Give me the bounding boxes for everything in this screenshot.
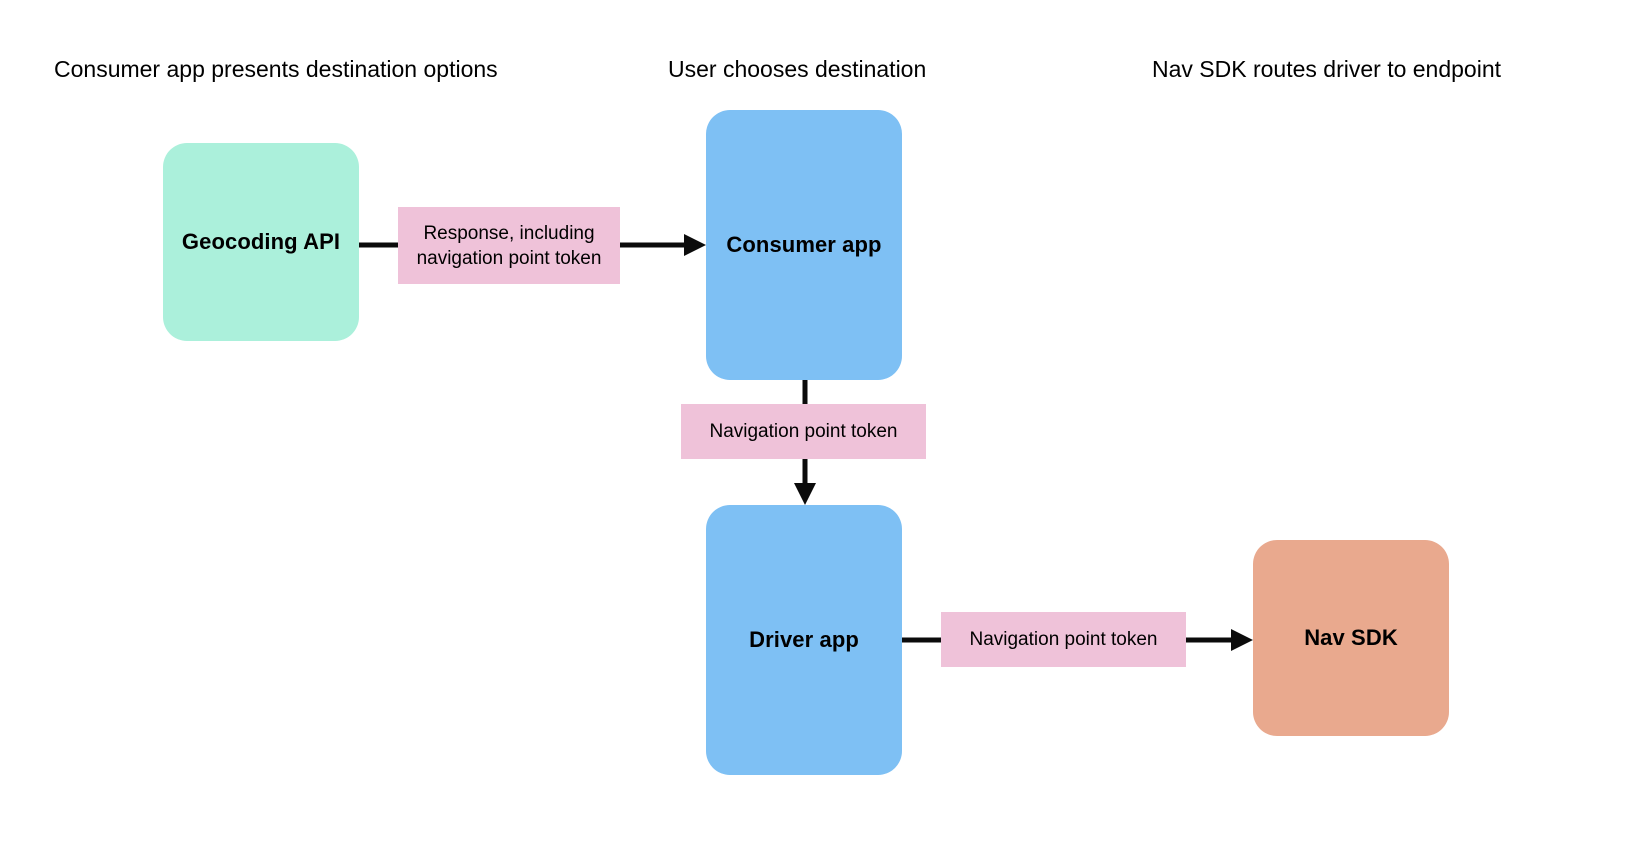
node-consumer-app-label: Consumer app	[726, 232, 882, 257]
edge-label-navigation-point-token-consumer-driver: Navigation point token	[681, 404, 926, 459]
edge-label-response-text: Response, including navigation point tok…	[416, 222, 602, 269]
edge-label-navigation-point-token-driver-navsdk: Navigation point token	[941, 612, 1186, 667]
node-driver-app-label: Driver app	[749, 627, 859, 652]
node-nav-sdk-label: Nav SDK	[1304, 625, 1398, 650]
node-geocoding-api-label: Geocoding API	[181, 229, 341, 254]
node-nav-sdk[interactable]: Nav SDK	[1253, 540, 1449, 736]
node-consumer-app[interactable]: Consumer app	[706, 110, 902, 380]
column-header-consumer-app: Consumer app presents destination option…	[54, 56, 498, 82]
column-header-user-chooses: User chooses destination	[668, 56, 927, 82]
edge-label-response-including-navigation-point-token: Response, including navigation point tok…	[398, 207, 620, 284]
edge-label-nav-token-driver-navsdk-text: Navigation point token	[969, 629, 1158, 650]
column-header-nav-sdk: Nav SDK routes driver to endpoint	[1152, 56, 1502, 82]
node-driver-app[interactable]: Driver app	[706, 505, 902, 775]
node-geocoding-api[interactable]: Geocoding API	[163, 143, 359, 341]
edge-label-nav-token-consumer-driver-text: Navigation point token	[709, 421, 898, 442]
